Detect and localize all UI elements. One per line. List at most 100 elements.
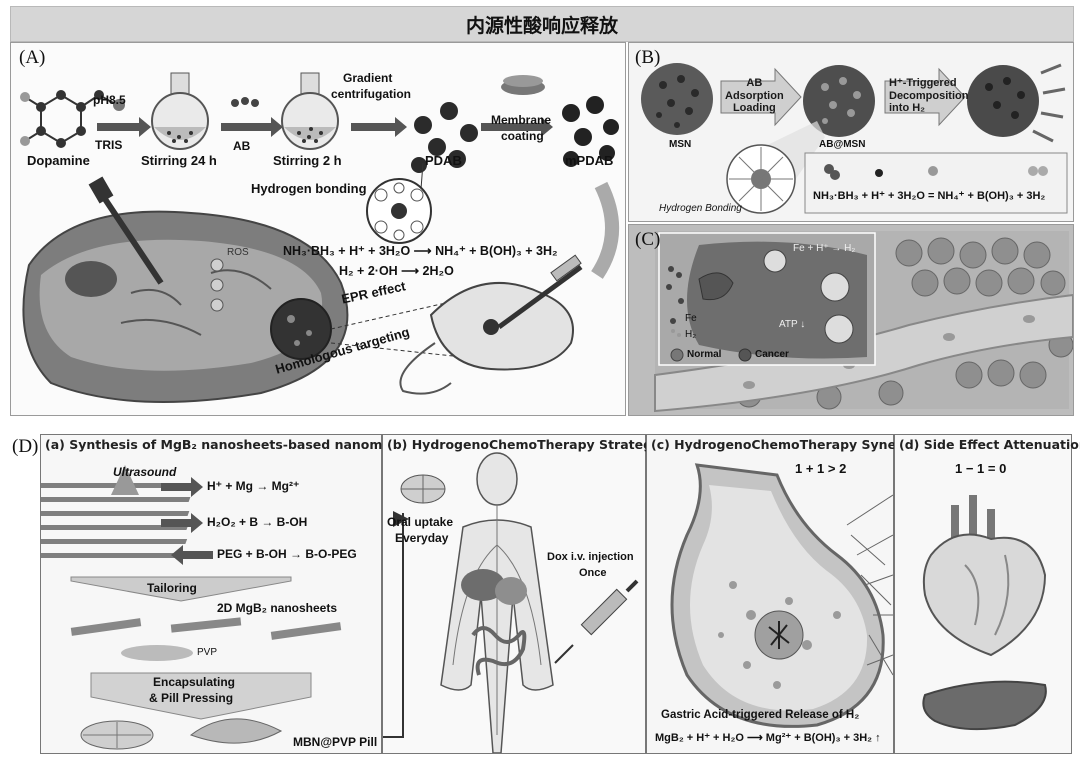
mpdab-label: mPDAB <box>565 153 614 168</box>
panel-b: (B) AB Adsorption Loading H⁺-Triggered D… <box>628 42 1074 222</box>
abmsn-label: AB@MSN <box>819 139 866 150</box>
reaction-eq-1: NH₃·BH₃ + H⁺ + 3H₂O ⟶ NH₄⁺ + B(OH)₃ + 3H… <box>283 244 558 258</box>
ab-molecule-zoom-icon <box>726 144 796 214</box>
hydrogen-bonding-label: Hydrogen bonding <box>251 181 367 196</box>
panel-d-c: (c) HydrogenoChemoTherapy Synergy 1 + 1 … <box>646 434 919 754</box>
heart-icon <box>922 495 1047 657</box>
adsorption-text: Adsorption <box>725 89 784 102</box>
trigger-arrow-label: H⁺-Triggered Decomposition into H₂ <box>889 77 968 115</box>
nanoparticle-icon <box>562 96 619 167</box>
reaction-eq-2: H₂ + 2·OH ⟶ 2H₂O <box>339 264 454 278</box>
adsorption-arrow-label: AB Adsorption Loading <box>725 77 784 115</box>
msn-label: MSN <box>669 139 692 150</box>
reaction-r3: PEG + B-OH → B-O-PEG <box>217 547 357 561</box>
ab-label: AB <box>233 139 251 153</box>
nanosheet-stack-icon <box>41 483 192 558</box>
panel-a-graphics <box>20 72 619 403</box>
syringe-icon <box>554 579 639 664</box>
decomposition-text: Decomposition <box>889 89 969 102</box>
pill-icon <box>80 718 283 750</box>
synergy-label: 1 + 1 > 2 <box>795 461 847 476</box>
mesoporous-sphere-icon <box>803 65 875 137</box>
mgb2-reaction-label: MgB₂ + H⁺ + H₂O ⟶ Mg²⁺ + B(OH)₃ + 3H₂ ↑ <box>655 732 881 744</box>
membrane-icon <box>501 75 545 95</box>
loading-text: Loading <box>732 102 776 115</box>
panel-a: (A) pH8.5 TRIS Dopamine Stirring 24 h AB… <box>10 42 626 416</box>
liver-icon <box>922 680 1047 731</box>
pill-pressing-label: & Pill Pressing <box>149 691 234 705</box>
ab-text: AB <box>746 77 763 89</box>
pill-icon <box>400 474 446 504</box>
into-h2-text: into H₂ <box>889 102 926 115</box>
panel-d-label: (D) <box>12 436 39 457</box>
panel-a-label: (A) <box>19 47 46 68</box>
gastric-release-label: Gastric Acid-triggered Release of H₂ <box>661 709 860 721</box>
reaction-r1: H⁺ + Mg → Mg²⁺ <box>207 479 300 493</box>
nanoparticle-icon <box>411 102 478 173</box>
panel-d-b: (b) HydrogenoChemoTherapy Strategy Oral … <box>382 434 660 754</box>
stomach-organ-icon <box>495 577 527 605</box>
everyday-label: Everyday <box>395 531 449 545</box>
panel-d-b-graphics <box>383 452 639 753</box>
tris-label: TRIS <box>95 138 123 152</box>
atp-label: ATP ↓ <box>779 319 806 330</box>
syringe-icon <box>497 254 583 330</box>
panel-b-graphics <box>641 63 1068 214</box>
subpanel-c-title: (c) HydrogenoChemoTherapy Synergy <box>651 437 920 452</box>
ultrasound-label: Ultrasound <box>113 465 177 479</box>
pill-label: MBN@PVP Pill <box>293 735 378 749</box>
hydrogen-bonding-zoom-icon <box>366 162 432 244</box>
panel-d-d: (d) Side Effect Attenuation 1 − 1 = 0 <box>894 434 1080 754</box>
header-title: 内源性酸响应释放 <box>465 15 618 37</box>
panel-d-a: (a) Synthesis of MgB₂ nanosheets-based n… <box>40 434 433 754</box>
flask-icon <box>281 72 339 150</box>
dopamine-label: Dopamine <box>27 153 90 168</box>
panel-c: (C) Fe H₂ Fe + H⁺ → H₂ ATP ↓ Normal Canc… <box>628 224 1074 416</box>
subpanel-a-title: (a) Synthesis of MgB₂ nanosheets-based n… <box>45 437 434 452</box>
flask-icon <box>151 72 209 150</box>
pdab-label: PDAB <box>425 153 462 168</box>
hydrogen-bonding-b-label: Hydrogen Bonding <box>659 203 742 214</box>
ph-label: pH8.5 <box>93 93 126 107</box>
pvp-label: PVP <box>197 647 218 658</box>
dox-injection-label: Dox i.v. injection <box>547 551 634 563</box>
encapsulating-label: Encapsulating <box>153 675 236 689</box>
nanosheets-label: 2D MgB₂ nanosheets <box>217 601 338 615</box>
ros-label: ROS <box>227 247 249 258</box>
stirring-2h-label: Stirring 2 h <box>273 153 342 168</box>
mouse-icon <box>399 282 574 395</box>
panel-c-graphics <box>654 231 1073 413</box>
cancer-label: Cancer <box>755 349 789 360</box>
attenuation-label: 1 − 1 = 0 <box>955 461 1007 476</box>
mesoporous-sphere-icon <box>967 63 1066 143</box>
process-arrows <box>97 117 553 137</box>
h2-label: H₂ <box>685 329 697 340</box>
tumor-cell-icon <box>22 176 349 403</box>
panel-c-label: (C) <box>635 229 661 250</box>
tailoring-label: Tailoring <box>147 581 197 595</box>
reaction-eq-b: NH₃·BH₃ + H⁺ + 3H₂O = NH₄⁺ + B(OH)₃ + 3H… <box>813 190 1046 202</box>
stirring-24h-label: Stirring 24 h <box>141 153 217 168</box>
mesoporous-sphere-icon <box>641 63 713 135</box>
figure-header: 内源性酸响应释放 <box>10 6 1074 42</box>
panel-b-label: (B) <box>635 47 661 68</box>
subpanel-d-title: (d) Side Effect Attenuation <box>899 437 1080 452</box>
once-label: Once <box>579 567 607 579</box>
panel-d-c-graphics <box>670 463 893 728</box>
panel-d-d-graphics <box>922 495 1047 731</box>
reaction-r2: H₂O₂ + B → B-OH <box>207 515 308 529</box>
subpanel-b-title: (b) HydrogenoChemoTherapy Strategy <box>387 437 661 452</box>
nanosheet-icon <box>70 617 342 640</box>
stomach-icon <box>670 463 885 728</box>
fe-label: Fe <box>685 313 697 324</box>
mitochondria-icon <box>763 249 854 344</box>
panel-d-a-graphics <box>41 465 342 750</box>
oral-uptake-label: Oral uptake <box>387 515 454 529</box>
membrane-label: Membrane <box>491 113 552 127</box>
intestine-icon <box>471 626 527 676</box>
normal-label: Normal <box>687 349 722 360</box>
panel-d: (D) <box>10 420 1080 754</box>
coating-label: coating <box>501 129 544 143</box>
h-triggered-text: H⁺-Triggered <box>889 77 957 89</box>
gradient-label: Gradient <box>343 71 393 85</box>
